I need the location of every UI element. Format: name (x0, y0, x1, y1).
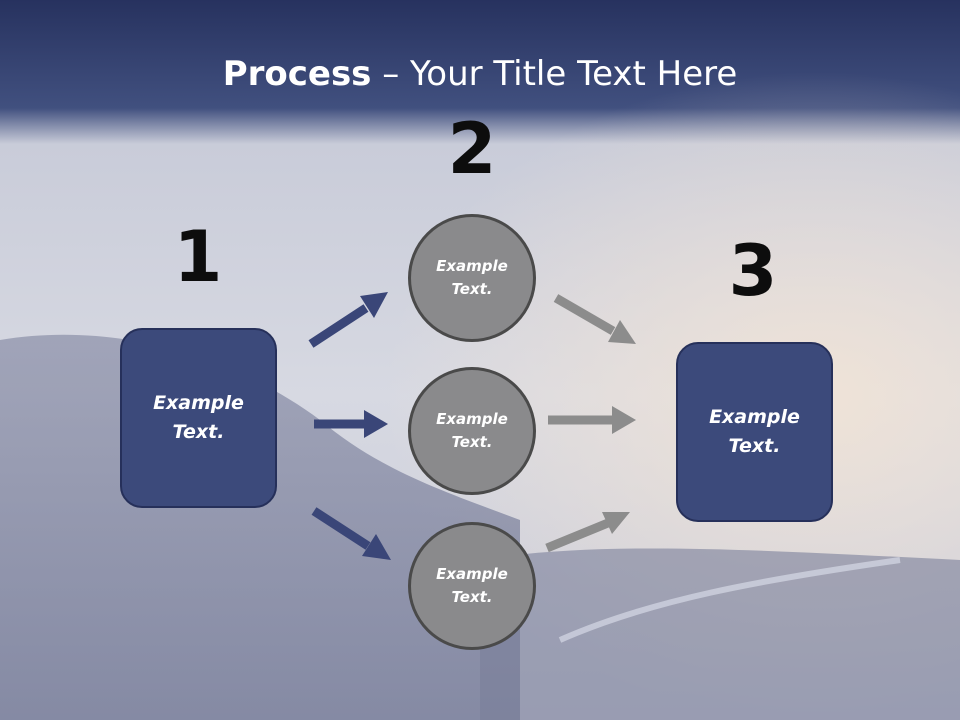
circle-top: Example Text. (408, 214, 536, 342)
step-3-box: Example Text. (676, 342, 833, 522)
step-number-2: 2 (447, 108, 497, 190)
title-bold: Process (222, 54, 372, 94)
circle-bottom: Example Text. (408, 522, 536, 650)
page-title: Process – Your Title Text Here (0, 52, 960, 96)
arrow-right-blue (314, 410, 388, 438)
step-3-label: Example Text. (709, 406, 800, 457)
circle-middle: Example Text. (408, 367, 536, 495)
circle-bottom-label: Example Text. (436, 565, 508, 606)
step-1-box: Example Text. (120, 328, 277, 508)
arrow-down-right-blue (311, 507, 391, 560)
arrow-right-gray (548, 406, 636, 434)
step-1-label: Example Text. (153, 392, 244, 443)
arrow-up-right-blue (308, 292, 388, 348)
step-number-3: 3 (728, 230, 778, 312)
circle-top-label: Example Text. (436, 257, 508, 298)
arrow-up-right-gray (545, 512, 630, 553)
step-number-1: 1 (173, 216, 223, 298)
title-rest: – Your Title Text Here (371, 54, 738, 94)
arrow-down-right-gray (553, 294, 636, 344)
circle-middle-label: Example Text. (436, 410, 508, 451)
